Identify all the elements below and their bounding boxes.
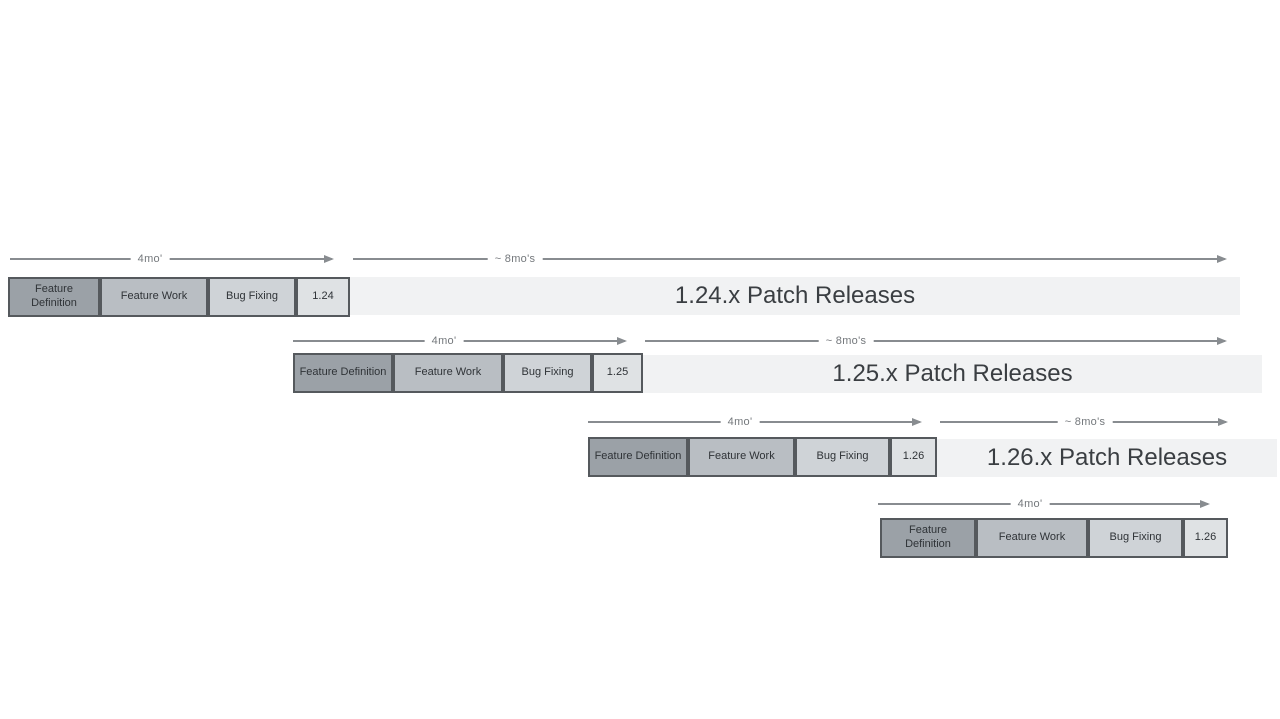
r3-dev-duration-label: 4mo' bbox=[720, 416, 760, 428]
arrow-head-icon bbox=[912, 418, 922, 426]
r4-bug-fixing-box: Bug Fixing bbox=[1088, 518, 1183, 558]
r2-feature-work-box: Feature Work bbox=[393, 353, 503, 393]
r1-dev-phase-arrow bbox=[10, 255, 334, 263]
r1-version-box: 1.24 bbox=[296, 277, 350, 317]
arrow-head-icon bbox=[1217, 255, 1227, 263]
r2-feature-definition-box: Feature Definition bbox=[293, 353, 393, 393]
r1-patch-phase-arrow bbox=[353, 255, 1227, 263]
r4-dev-duration-label: 4mo' bbox=[1010, 498, 1050, 510]
r3-feature-work-box: Feature Work bbox=[688, 437, 795, 477]
r4-feature-definition-box: Feature Definition bbox=[880, 518, 976, 558]
r1-patch-duration-label: ~ 8mo's bbox=[487, 253, 543, 265]
r3-version-box: 1.26 bbox=[890, 437, 937, 477]
arrow-head-icon bbox=[1217, 337, 1227, 345]
arrow-head-icon bbox=[324, 255, 334, 263]
r4-feature-work-box: Feature Work bbox=[976, 518, 1088, 558]
r2-version-box: 1.25 bbox=[592, 353, 643, 393]
r1-feature-definition-box: Feature Definition bbox=[8, 277, 100, 317]
arrow-head-icon bbox=[1218, 418, 1228, 426]
r3-patch-duration-label: ~ 8mo's bbox=[1057, 416, 1113, 428]
r2-dev-duration-label: 4mo' bbox=[424, 335, 464, 347]
r3-feature-definition-box: Feature Definition bbox=[588, 437, 688, 477]
r1-dev-duration-label: 4mo' bbox=[130, 253, 170, 265]
r1-patch-releases-bar: 1.24.x Patch Releases bbox=[350, 277, 1240, 315]
r2-bug-fixing-box: Bug Fixing bbox=[503, 353, 592, 393]
r3-patch-releases-bar: 1.26.x Patch Releases bbox=[937, 439, 1277, 477]
r1-feature-work-box: Feature Work bbox=[100, 277, 208, 317]
arrow-head-icon bbox=[1200, 500, 1210, 508]
arrow-head-icon bbox=[617, 337, 627, 345]
r4-version-box: 1.26 bbox=[1183, 518, 1228, 558]
r2-patch-phase-arrow bbox=[645, 337, 1227, 345]
r1-bug-fixing-box: Bug Fixing bbox=[208, 277, 296, 317]
r2-patch-releases-bar: 1.25.x Patch Releases bbox=[643, 355, 1262, 393]
r2-patch-duration-label: ~ 8mo's bbox=[818, 335, 874, 347]
r3-bug-fixing-box: Bug Fixing bbox=[795, 437, 890, 477]
